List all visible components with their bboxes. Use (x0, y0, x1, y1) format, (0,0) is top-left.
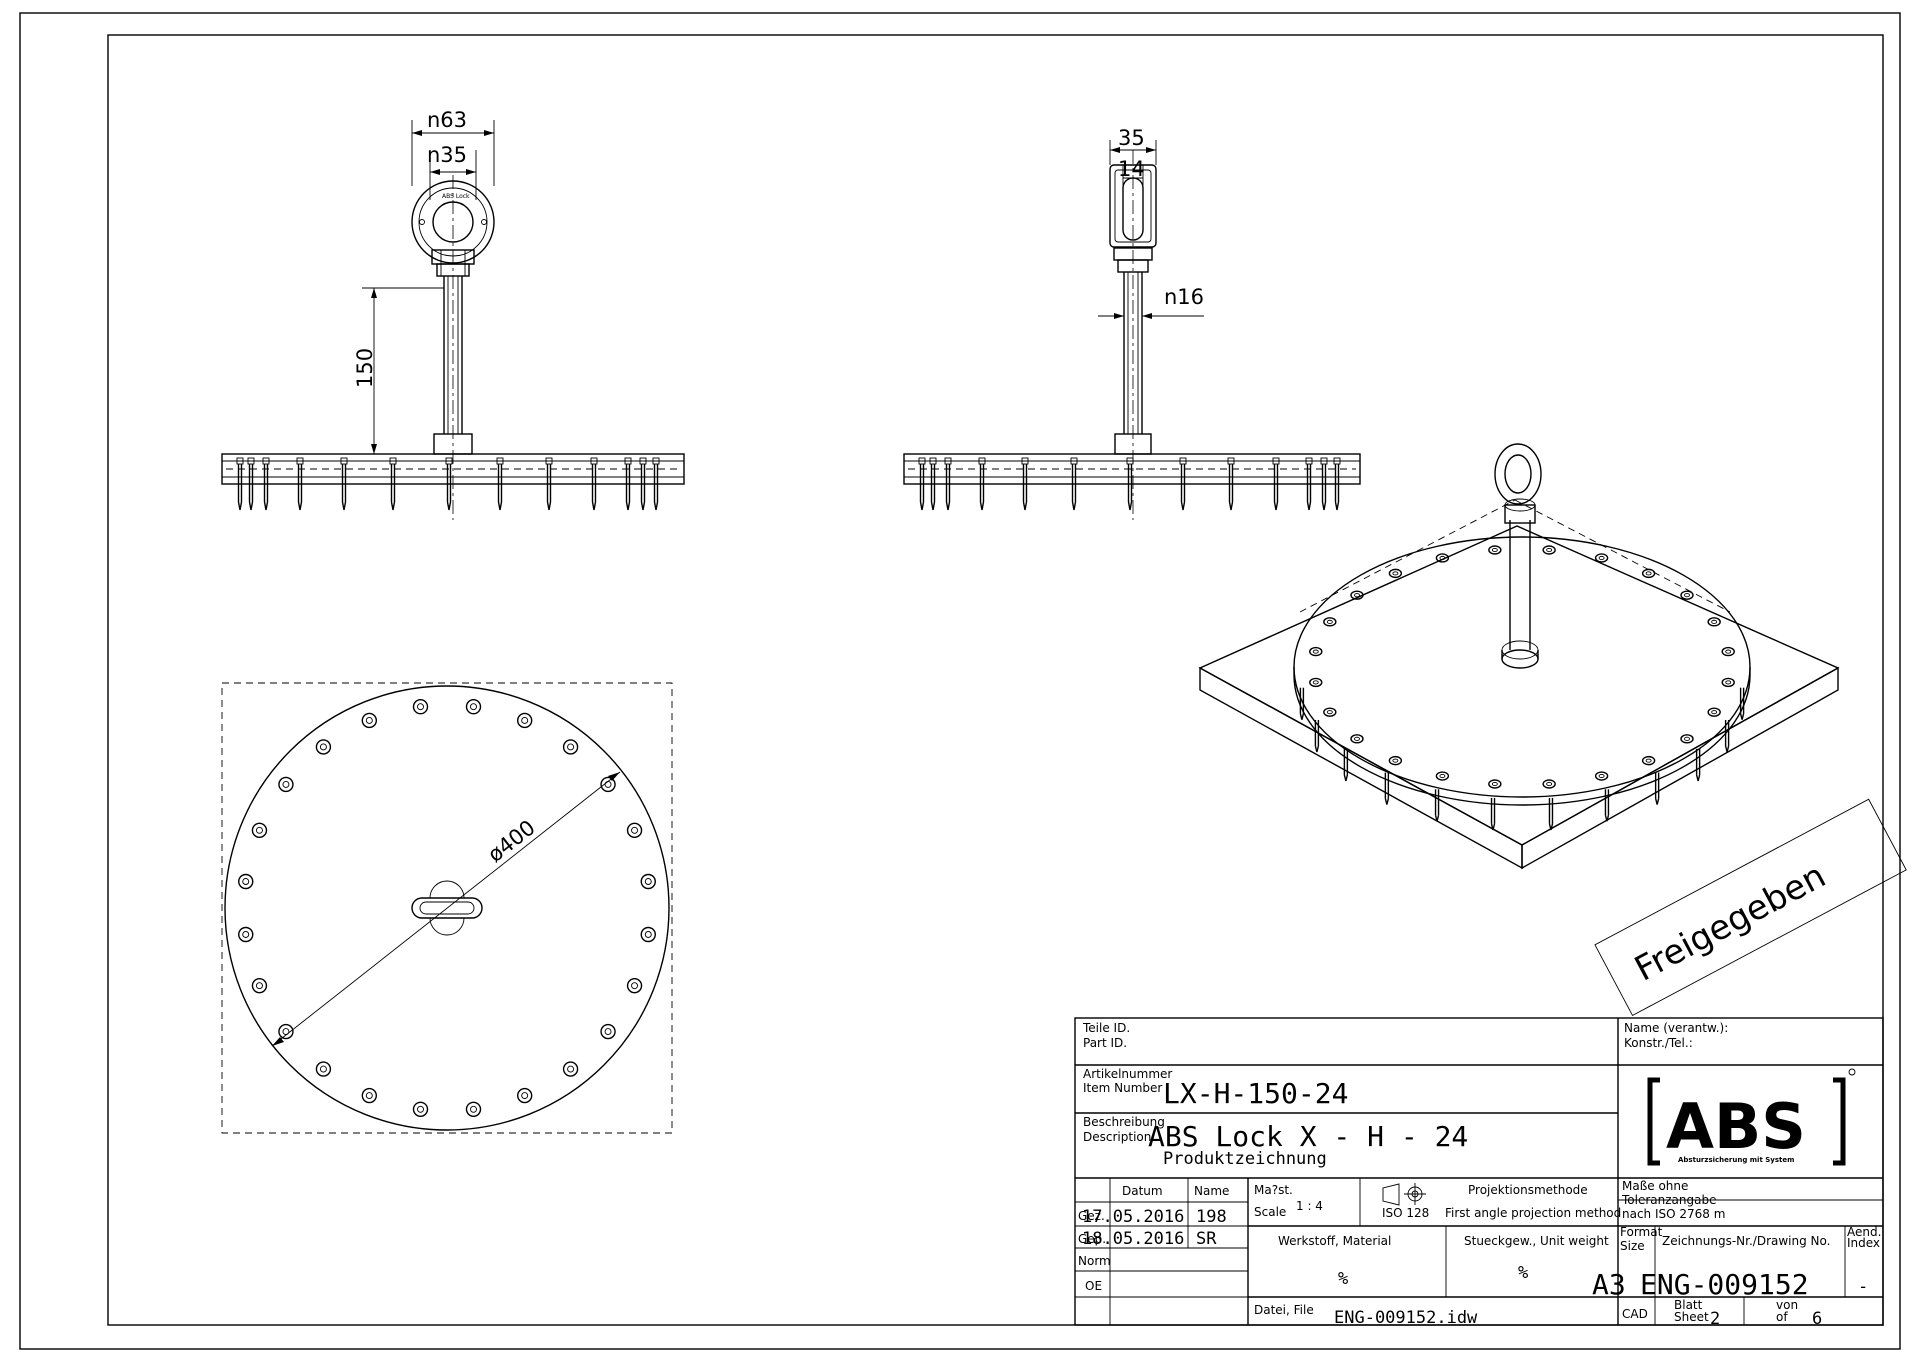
scale-label-en: Scale (1254, 1205, 1286, 1219)
description-value: ABS Lock X - H - 24 (1148, 1120, 1468, 1153)
part-id-label-en: Part ID. (1083, 1036, 1127, 1050)
col-name: Name (1194, 1184, 1229, 1198)
dim-front-inner-diameter: n35 (427, 143, 467, 167)
dim-plate-diameter: ø400 (483, 815, 539, 867)
top-view: ø400 (221, 682, 673, 1134)
abs-logo: ABS Absturzsicherung mit System (1647, 1068, 1856, 1166)
index-label: Aend. (1847, 1225, 1881, 1239)
gep-name: SR (1196, 1229, 1217, 1249)
part-id-label: Teile ID. (1082, 1021, 1130, 1035)
sheet-inner-border (107, 34, 1884, 1326)
dim-side-rod: n16 (1164, 285, 1204, 309)
row-norm: Norm (1078, 1254, 1111, 1268)
format-label-en: Size (1620, 1239, 1645, 1253)
material-label: Werkstoff, Material (1278, 1234, 1391, 1248)
format-label: Format (1620, 1225, 1663, 1239)
isometric-view (1198, 443, 1840, 870)
description-label: Beschreibung (1083, 1115, 1165, 1129)
sheet-label-en: Sheet (1674, 1310, 1709, 1324)
projection-iso: ISO 128 (1382, 1206, 1429, 1220)
article-label: Artikelnummer (1083, 1067, 1172, 1081)
svg-text:ABS Lock: ABS Lock (442, 193, 470, 200)
front-view: ABS Lock n63 n35 (221, 108, 685, 520)
of-label: von (1776, 1298, 1798, 1312)
article-number: LX-H-150-24 (1163, 1077, 1348, 1110)
responsible-label-en: Konstr./Tel.: (1624, 1036, 1693, 1050)
tolerance-line3: nach ISO 2768 m (1622, 1207, 1725, 1221)
scale-value: 1 : 4 (1296, 1199, 1323, 1213)
weight-label: Stueckgew., Unit weight (1464, 1234, 1609, 1248)
col-datum: Datum (1122, 1184, 1163, 1198)
of-value: 6 (1812, 1309, 1822, 1329)
description-sub: Produktzeichnung (1163, 1149, 1327, 1169)
index-label-en: Index (1847, 1236, 1880, 1250)
file-value: ENG-009152.idw (1334, 1308, 1478, 1328)
row-oe: OE (1085, 1279, 1102, 1293)
description-label-en: Description (1083, 1130, 1151, 1144)
tolerance-line1: Maße ohne (1622, 1179, 1688, 1193)
approval-stamp: Freigegeben (1594, 798, 1907, 1017)
logo-tagline: Absturzsicherung mit System (1678, 1156, 1794, 1164)
responsible-label: Name (verantw.): (1624, 1021, 1728, 1035)
row-gep: Gep. (1078, 1232, 1106, 1246)
projection-method: First angle projection method (1445, 1206, 1621, 1220)
cad-label: CAD (1622, 1307, 1648, 1321)
dim-side-slot: 14 (1118, 157, 1145, 181)
stamp-text: Freigegeben (1628, 856, 1832, 990)
dim-front-height: 150 (353, 348, 377, 388)
title-block: Teile ID. Part ID. Name (verantw.): Kons… (1074, 1017, 1884, 1329)
file-label: Datei, File (1254, 1303, 1314, 1317)
scale-label: Ma?st. (1254, 1183, 1293, 1197)
projection-label: Projektionsmethode (1468, 1183, 1588, 1197)
material-value: % (1338, 1269, 1348, 1289)
format-value: A3 (1592, 1268, 1626, 1301)
side-view: 35 14 n16 (903, 126, 1361, 520)
weight-value: % (1518, 1263, 1528, 1283)
article-label-en: Item Number (1083, 1081, 1162, 1095)
gez-date: 17.05.2016 (1082, 1207, 1184, 1227)
sheet-label: Blatt (1674, 1298, 1703, 1312)
logo-text: ABS (1666, 1090, 1806, 1163)
dim-side-width: 35 (1118, 126, 1145, 150)
index-value: - (1858, 1277, 1868, 1297)
dim-front-outer-diameter: n63 (427, 108, 467, 132)
gez-name: 198 (1196, 1207, 1227, 1227)
drawing-no-label: Zeichnungs-Nr./Drawing No. (1662, 1234, 1830, 1248)
tolerance-line2: Toleranzangabe (1621, 1193, 1716, 1207)
of-label-en: of (1776, 1310, 1788, 1324)
projection-symbol-icon (1382, 1183, 1426, 1206)
sheet-value: 2 (1710, 1309, 1720, 1329)
gep-date: 18.05.2016 (1082, 1229, 1184, 1249)
drawing-number: ENG-009152 (1640, 1268, 1809, 1301)
row-gez: Gez. (1078, 1209, 1105, 1223)
sheet-outer-border (19, 12, 1901, 1350)
